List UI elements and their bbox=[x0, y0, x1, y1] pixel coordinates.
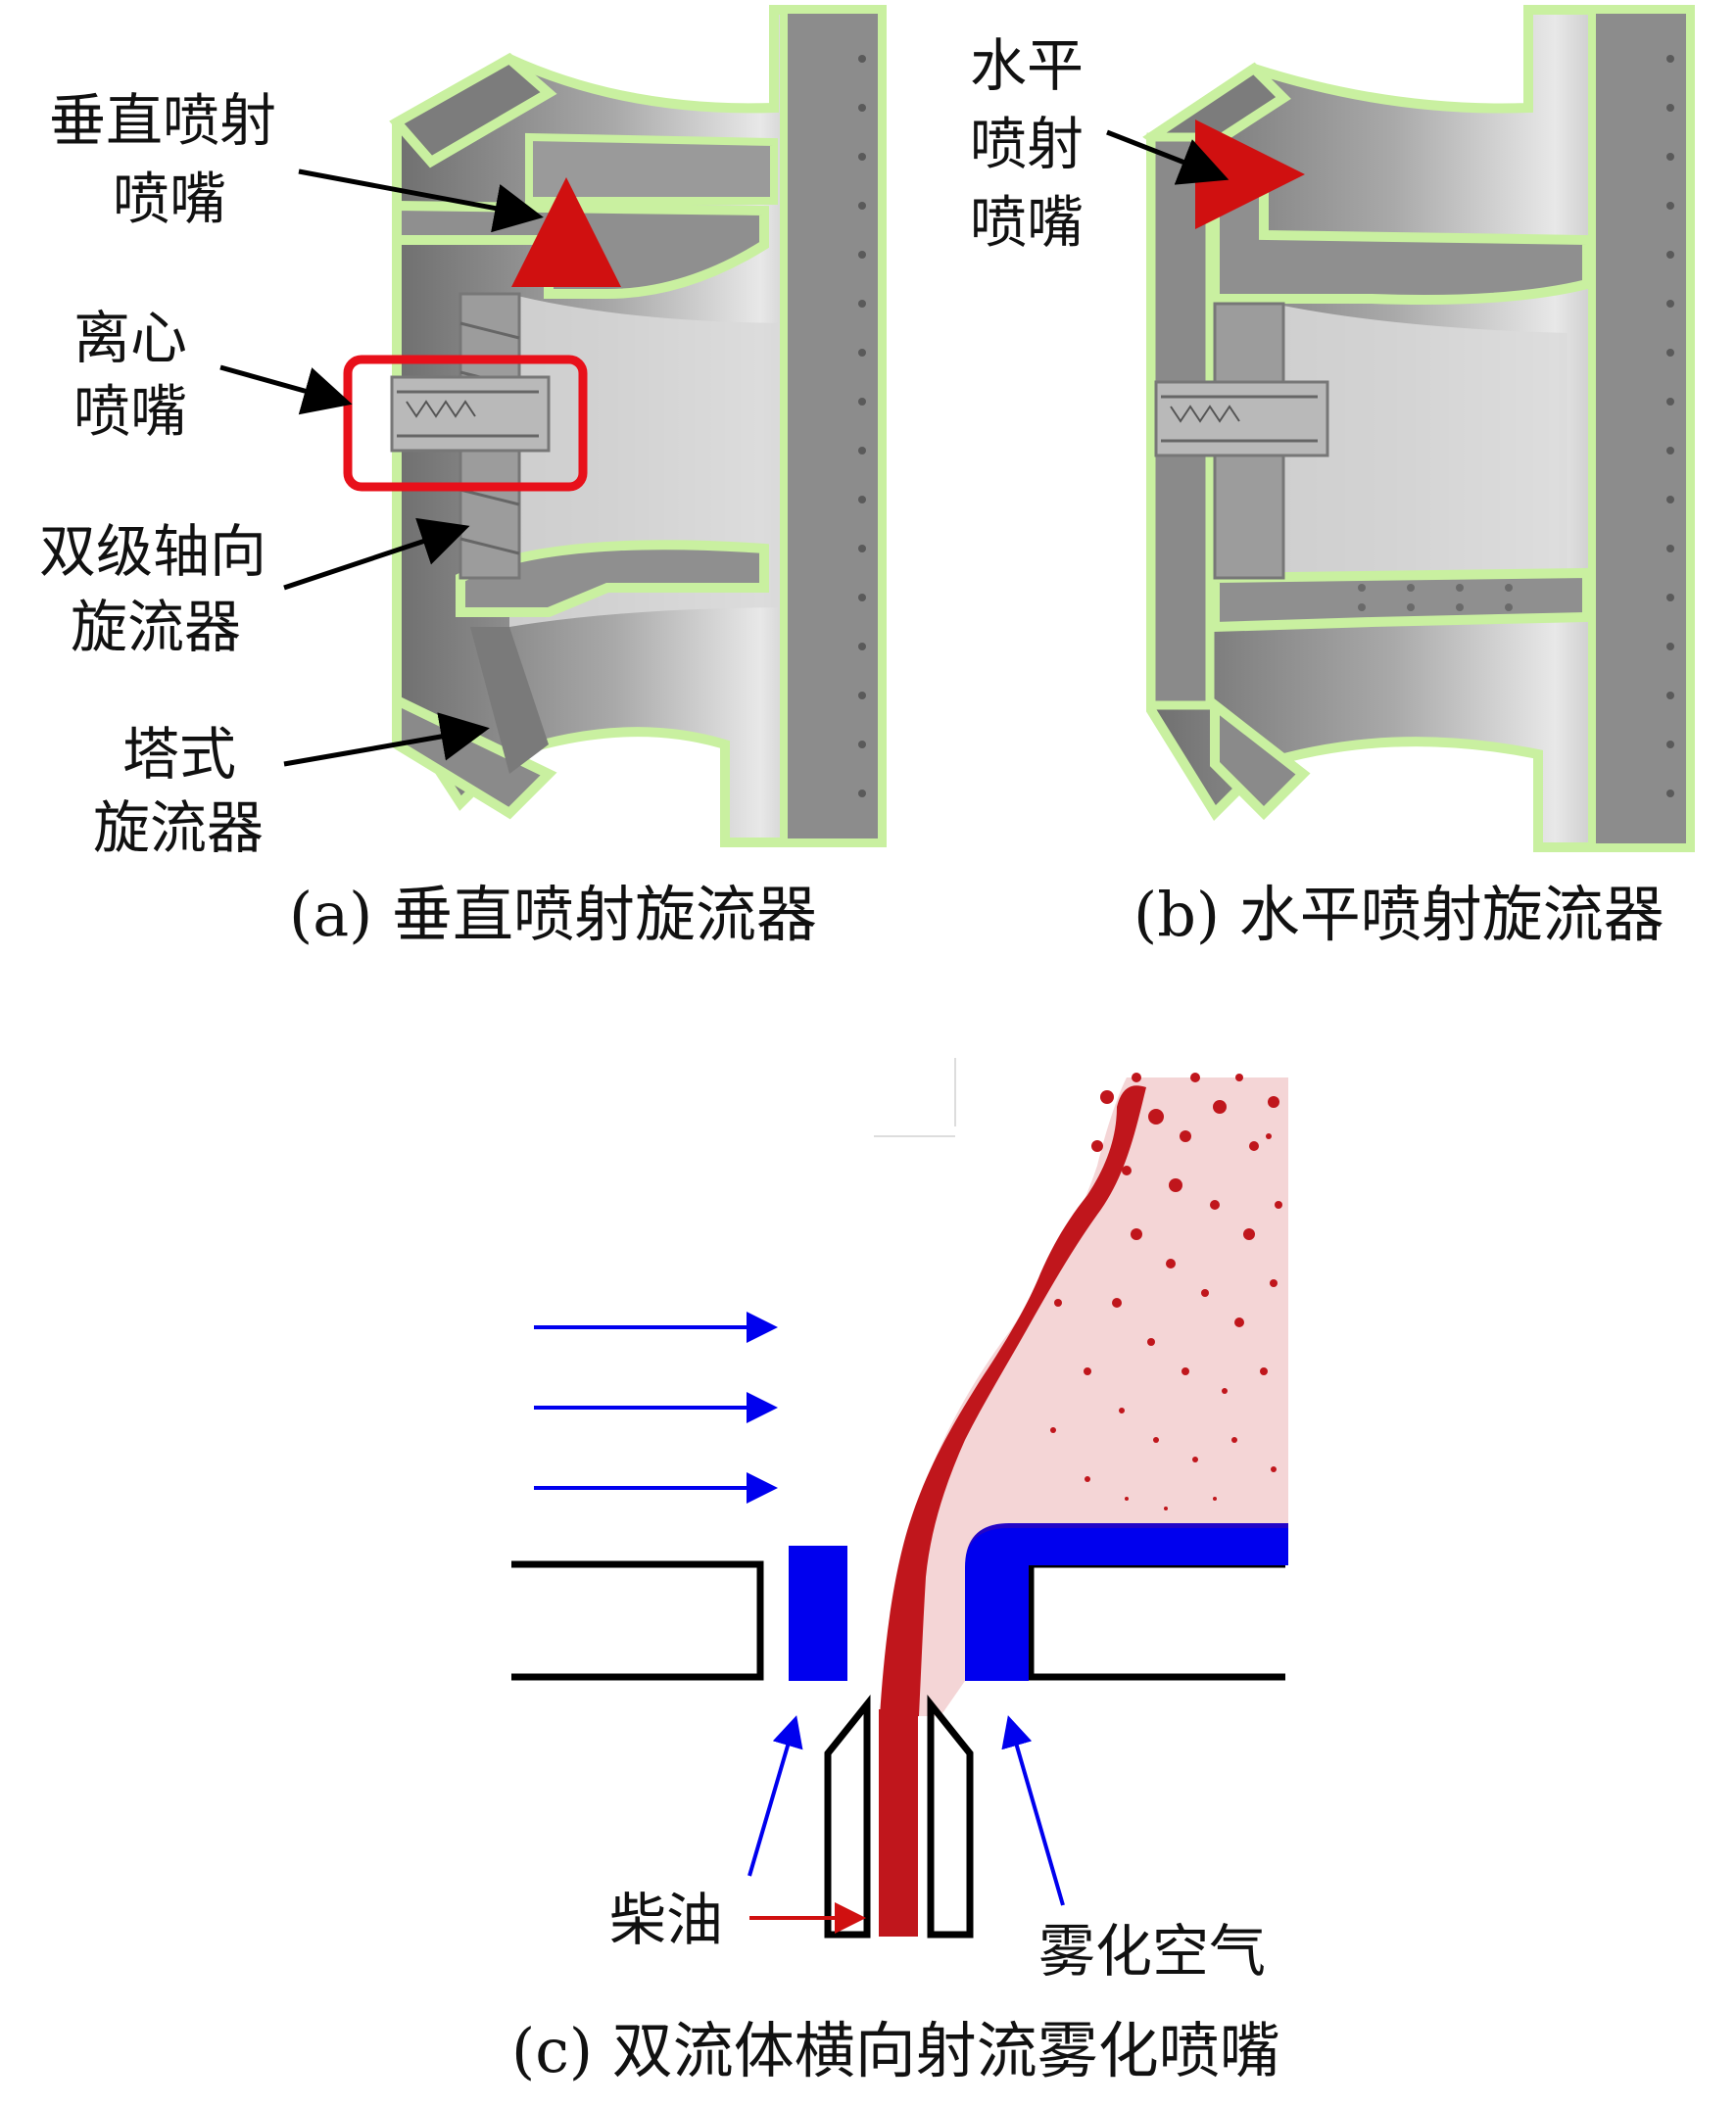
label-tower-swirler-line2: 旋流器 bbox=[93, 794, 264, 861]
nozzle-right-wall bbox=[927, 1695, 974, 1939]
panel-a-swirler-drawing bbox=[343, 5, 887, 847]
label-diesel: 柴油 bbox=[609, 1887, 723, 1953]
centrifugal-nozzle-highlight bbox=[343, 355, 588, 492]
label-atomizing-air: 雾化空气 bbox=[1038, 1918, 1266, 1985]
leader-horizontal-nozzle bbox=[1106, 129, 1230, 185]
panel-c-nozzle-diagram bbox=[511, 1058, 1288, 1939]
air-channel-left bbox=[789, 1546, 847, 1681]
caption-panel-c: (c) 双流体横向射流雾化喷嘴 bbox=[511, 2015, 1280, 2086]
label-tower-swirler-line1: 塔式 bbox=[122, 721, 236, 788]
fuel-jet-plume bbox=[880, 1085, 1146, 1716]
nozzle-left-wall bbox=[824, 1695, 871, 1939]
panel-b-swirler-drawing bbox=[1142, 5, 1695, 852]
air-arrow-right bbox=[1001, 1715, 1065, 1906]
label-axial-swirler-line1: 双级轴向 bbox=[39, 518, 266, 585]
spray-droplets bbox=[1050, 1073, 1282, 1510]
caption-panel-b: (b) 水平喷射旋流器 bbox=[1133, 879, 1664, 950]
leader-tower-swirler bbox=[283, 712, 490, 767]
label-centrifugal-nozzle-line1: 离心 bbox=[73, 305, 187, 371]
label-horizontal-nozzle-line3: 喷嘴 bbox=[970, 189, 1084, 256]
label-vertical-nozzle-line1: 垂直喷射 bbox=[49, 87, 276, 154]
leader-centrifugal-nozzle bbox=[219, 364, 353, 415]
air-channel-right bbox=[965, 1523, 1288, 1681]
label-horizontal-nozzle-line2: 喷射 bbox=[970, 111, 1084, 177]
label-vertical-nozzle-line2: 喷嘴 bbox=[113, 166, 226, 232]
leader-axial-swirler bbox=[283, 517, 470, 591]
right-wall bbox=[1027, 1560, 1285, 1681]
leader-vertical-nozzle bbox=[298, 168, 544, 233]
air-arrow-left bbox=[747, 1715, 803, 1877]
left-wall bbox=[511, 1560, 764, 1681]
label-horizontal-nozzle-line1: 水平 bbox=[970, 32, 1084, 99]
fuel-core bbox=[879, 1709, 918, 1937]
caption-panel-a: (a) 垂直喷射旋流器 bbox=[289, 879, 817, 950]
label-axial-swirler-line2: 旋流器 bbox=[71, 594, 241, 660]
label-centrifugal-nozzle-line2: 喷嘴 bbox=[73, 378, 187, 445]
